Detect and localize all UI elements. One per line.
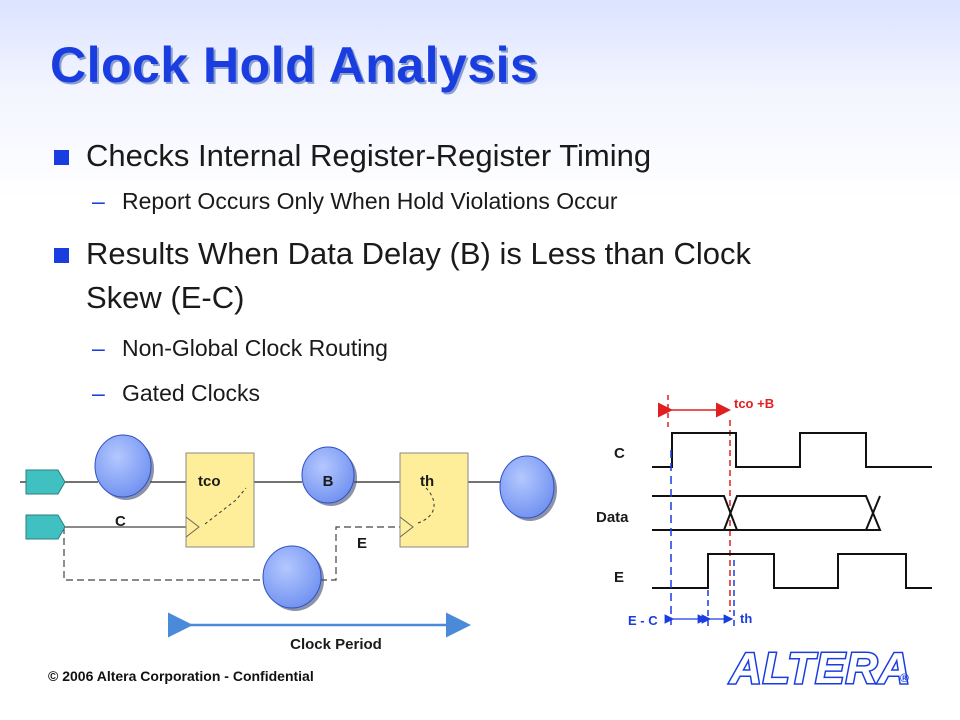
e-waveform (652, 553, 932, 589)
footer-copyright: © 2006 Altera Corporation - Confidential (48, 668, 314, 684)
bullet-text: Results When Data Delay (B) is Less than… (86, 236, 752, 271)
altera-logo: ALTERA ® (728, 643, 912, 695)
signal-data-label: Data (596, 509, 629, 526)
clock-wire-dashed (63, 527, 264, 581)
c-waveform (652, 432, 932, 468)
dest-register (399, 452, 469, 548)
bullet-square-icon (54, 248, 69, 263)
clock-period-label: Clock Period (290, 636, 382, 653)
bullet-text: Checks Internal Register-Register Timing (86, 138, 652, 173)
c-label: C (115, 513, 126, 530)
th-timing-label: th (740, 611, 752, 626)
input-pin-icon (25, 469, 66, 495)
input-pin-icon (25, 514, 66, 540)
clock-triangle-icon (399, 516, 414, 538)
th-label: th (420, 473, 434, 490)
circuit: tco th B C E Clock Period (20, 434, 557, 653)
signal-c-label: C (614, 445, 625, 462)
subbullet-3: –Gated Clocks (92, 378, 260, 408)
bullet-text: Skew (E-C) (86, 280, 245, 315)
tco-b-label: tco +B (734, 396, 774, 411)
dash-icon: – (92, 380, 105, 406)
subbullet-text: Report Occurs Only When Hold Violations … (122, 188, 618, 214)
subbullet-2: –Non-Global Clock Routing (92, 333, 388, 363)
subbullet-text: Gated Clocks (122, 380, 261, 406)
logo-registered-mark: ® (900, 671, 909, 685)
subbullet-text: Non-Global Clock Routing (122, 335, 388, 361)
source-register (185, 452, 255, 548)
data-delay-b-blob (301, 446, 355, 504)
logo-text: ALTERA (729, 644, 911, 693)
signal-e-label: E (614, 569, 624, 586)
subbullet-1: –Report Occurs Only When Hold Violations… (92, 186, 618, 216)
th-path (417, 487, 435, 524)
e-minus-c-label: E - C (628, 613, 658, 628)
clock-delay-c-blob (94, 434, 152, 498)
bullet-square-icon (54, 150, 69, 165)
clock-wire-dashed (320, 526, 400, 581)
tco-label: tco (198, 473, 221, 490)
clock-delay-e-blob (262, 545, 322, 609)
output-blob (499, 455, 555, 519)
tco-path (204, 487, 247, 525)
data-waveform (652, 495, 882, 531)
timing-diagram: tco +B C Data E E - C th (596, 395, 932, 630)
clock-triangle-icon (185, 516, 200, 538)
dash-icon: – (92, 188, 105, 214)
dash-icon: – (92, 335, 105, 361)
b-label: B (323, 473, 334, 490)
page-title: Clock Hold Analysis (50, 37, 539, 93)
e-label: E (357, 535, 367, 552)
